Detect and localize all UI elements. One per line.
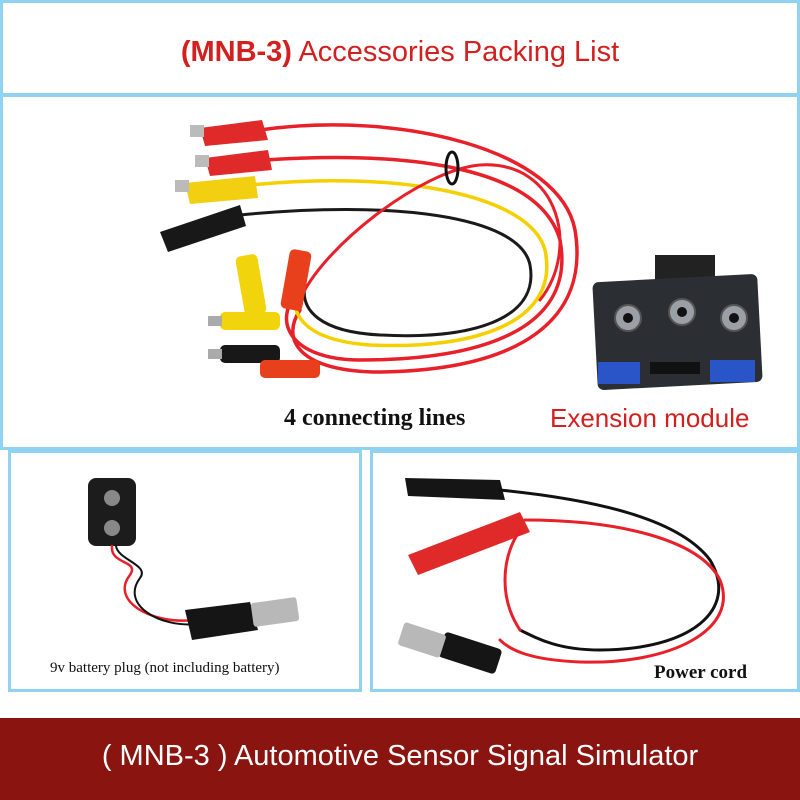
caption-connecting-lines: 4 connecting lines [284, 405, 466, 431]
title-text: Accessories Packing List [298, 36, 620, 68]
page-title: (MNB-3) Accessories Packing List [0, 36, 800, 69]
footer-banner: ( MNB-3 ) Automotive Sensor Signal Simul… [0, 718, 800, 800]
banana-plugs [208, 249, 320, 378]
power-plug-body [438, 632, 502, 674]
caption-power-cord: Power cord [654, 662, 748, 683]
power-cord-panel [370, 450, 800, 692]
cable-tie [444, 150, 460, 186]
dc-plug-tip [250, 597, 300, 627]
power-plug-tip [398, 622, 446, 658]
caption-battery-plug: 9v battery plug (not including battery) [50, 660, 280, 676]
dc-plug-body [185, 602, 258, 640]
title-model-code: (MNB-3) [180, 36, 292, 68]
battery-plug-panel [8, 450, 362, 692]
caption-extension-module: Exension module [550, 403, 750, 433]
red-alligator-clip [408, 512, 530, 575]
black-wire-loop [238, 207, 533, 338]
battery-snap [88, 478, 136, 546]
red-wire-loop-3 [298, 163, 562, 302]
red-wire-loop-2 [263, 155, 564, 362]
connecting-lines-panel [0, 94, 800, 450]
footer-product-name: ( MNB-3 ) Automotive Sensor Signal Simul… [101, 740, 699, 772]
black-alligator-clip [405, 478, 505, 500]
extension-module-image [592, 255, 763, 390]
alligator-clips [160, 120, 272, 252]
